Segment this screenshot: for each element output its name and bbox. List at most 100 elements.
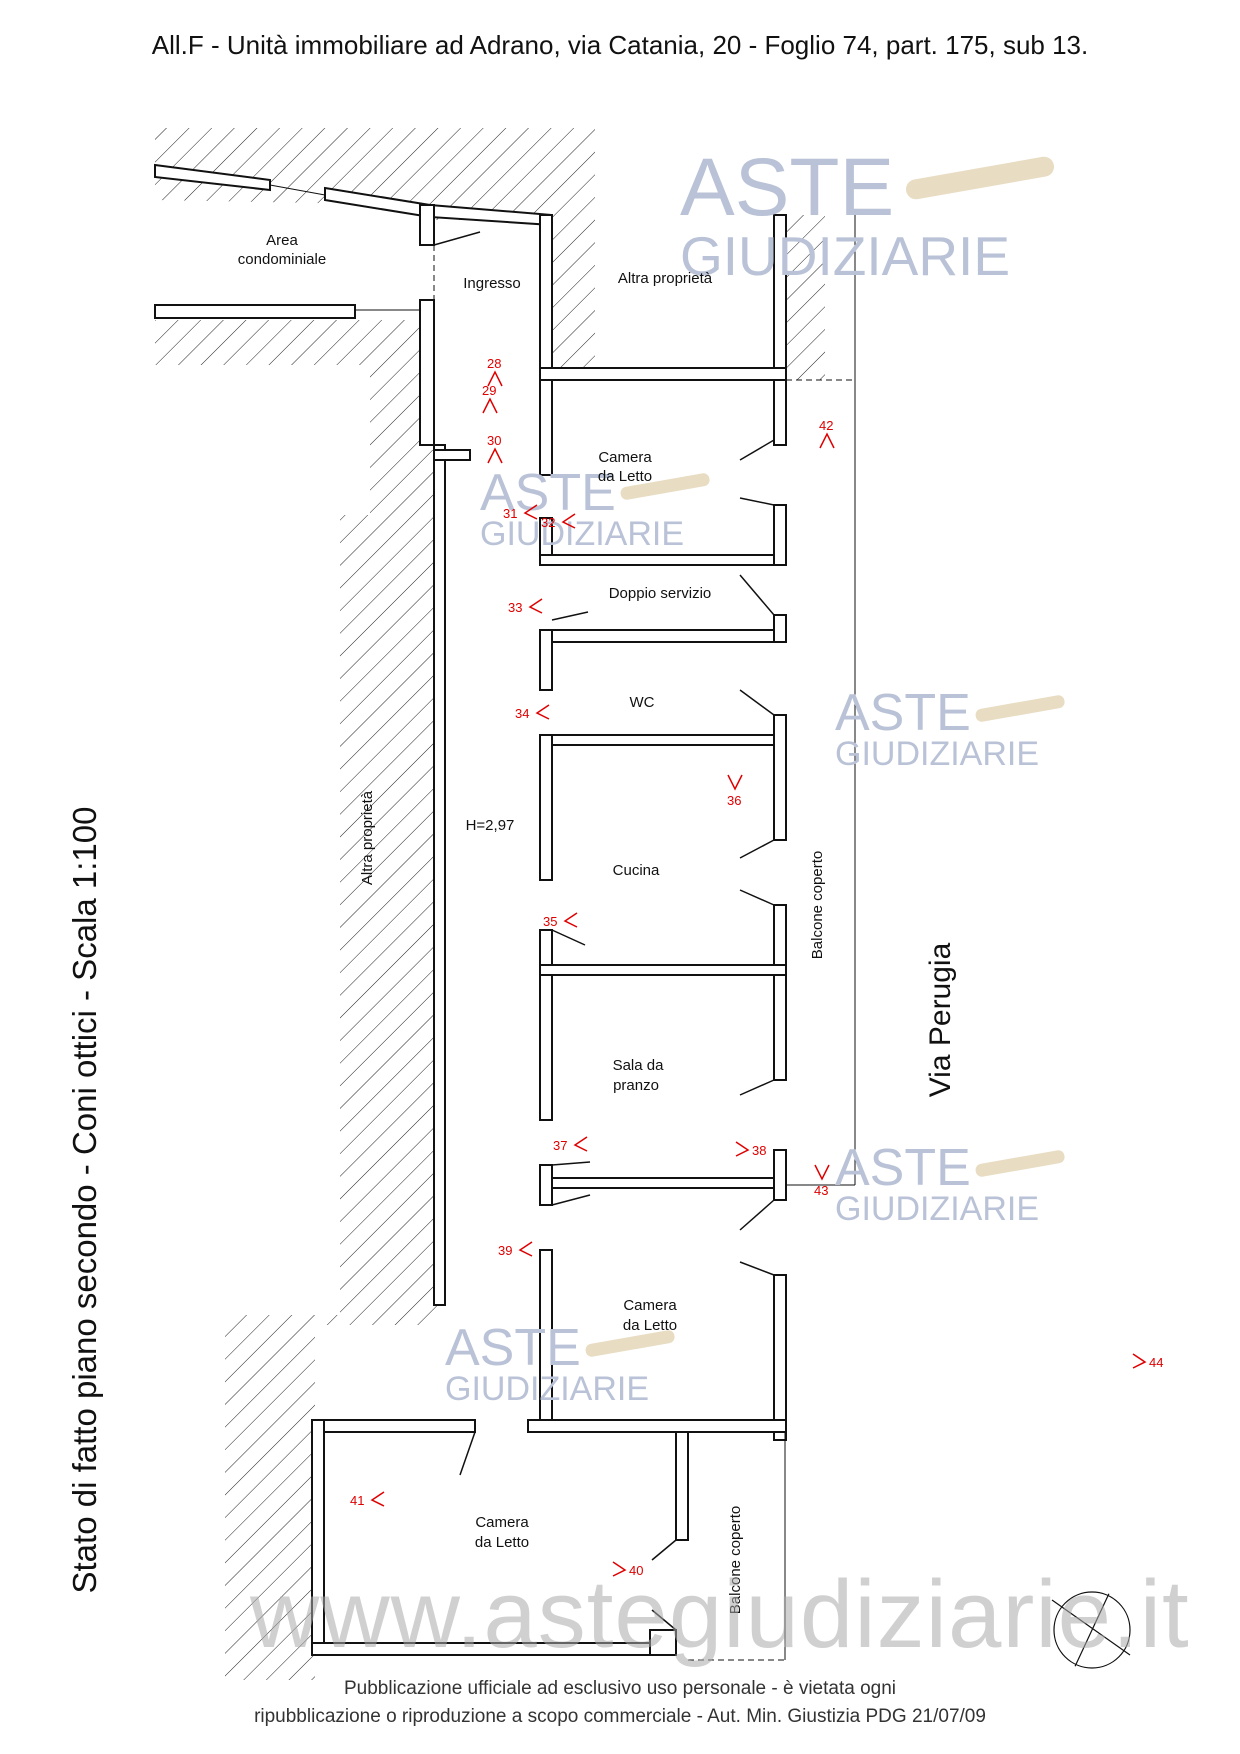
- watermark-logo-3-bottom: GIUDIZIARIE: [835, 735, 1039, 773]
- hatch-right-top: [780, 215, 825, 380]
- viewpoint-label: 37: [553, 1138, 567, 1153]
- viewpoint-label: 30: [487, 433, 501, 448]
- door-camera2-a: [739, 1199, 775, 1231]
- viewpoint-cone-icon: [573, 1136, 588, 1152]
- viewpoint-cone-icon: [563, 912, 578, 928]
- watermark-logo-1-top: ASTE: [680, 142, 894, 233]
- label-doppio-servizio: Doppio servizio: [609, 585, 712, 602]
- label-height: H=2,97: [466, 817, 515, 834]
- wall-rooms-left-6: [539, 974, 553, 1121]
- wall-top-entrance: [154, 163, 271, 192]
- door-cucina-a: [739, 839, 775, 859]
- wall-bottom-corridor: [311, 1419, 476, 1433]
- viewpoint-30: 30: [487, 433, 503, 464]
- viewpoint-37: 37: [553, 1136, 588, 1153]
- viewpoint-35: 35: [543, 912, 578, 929]
- label-camera-3a: Camera: [475, 1514, 529, 1531]
- watermark-logo-4-bottom: GIUDIZIARIE: [835, 1190, 1039, 1228]
- watermark-logos: ASTE GIUDIZIARIE ASTE GIUDIZIARIE ASTE G…: [445, 142, 1065, 1408]
- door-cucina-b: [739, 889, 775, 906]
- north-arrow-line-1: [1051, 1599, 1131, 1656]
- label-sala-1: Sala da: [613, 1057, 665, 1074]
- hatch-top-right: [550, 210, 595, 370]
- label-sala-2: pranzo: [613, 1077, 659, 1094]
- walls: [154, 163, 787, 1656]
- viewpoint-36: 36: [727, 774, 743, 808]
- watermark-logo-3: ASTE GIUDIZIARIE: [835, 684, 1065, 773]
- door-wc: [739, 689, 775, 716]
- hatch-left-mid: [155, 320, 440, 1315]
- watermark-logo-1: ASTE GIUDIZIARIE: [680, 142, 1055, 287]
- wall-row-2: [539, 554, 787, 566]
- wall-rooms-left-4: [539, 734, 553, 881]
- label-camera-2b: da Letto: [623, 1317, 677, 1334]
- wall-rooms-left-7: [539, 1164, 553, 1206]
- door-corridor-a: [551, 1161, 591, 1166]
- viewpoint-label: 36: [727, 793, 741, 808]
- room-labels: Area condominiale Ingresso Altra proprie…: [238, 232, 957, 1614]
- label-cucina: Cucina: [613, 862, 660, 879]
- label-area-1: Area: [266, 232, 298, 249]
- label-camera-2a: Camera: [623, 1297, 677, 1314]
- door-camera3: [459, 1431, 476, 1476]
- wall-room-bottom: [527, 1419, 787, 1433]
- wall-bedroom3-right: [675, 1431, 689, 1541]
- label-camera-1b: da Letto: [598, 468, 652, 485]
- wall-row-4: [539, 726, 787, 746]
- wall-facade-8: [773, 1274, 787, 1441]
- viewpoint-cone-icon: [727, 774, 743, 791]
- wall-entrance-left-top: [419, 204, 435, 246]
- viewpoint-38: 38: [735, 1141, 766, 1158]
- viewpoint-label: 40: [629, 1563, 643, 1578]
- wall-entrance-left: [419, 299, 435, 446]
- viewpoint-cone-icon: [482, 397, 498, 414]
- north-arrow-circle: [1053, 1591, 1131, 1669]
- viewpoint-cone-icon: [735, 1141, 750, 1157]
- wall-facade-2: [773, 504, 787, 566]
- label-balcone-1: Balcone coperto: [809, 851, 826, 959]
- door-camera2-b: [739, 1261, 775, 1276]
- wall-row-5: [539, 964, 787, 976]
- label-area-2: condominiale: [238, 251, 326, 268]
- viewpoint-label: 34: [515, 706, 529, 721]
- wall-facade-3: [773, 614, 787, 643]
- door-cucina-left: [551, 929, 586, 946]
- watermark-logo-5-top: ASTE: [445, 1319, 581, 1377]
- viewpoint-28: 28: [487, 356, 503, 387]
- viewpoint-44: 44: [1132, 1353, 1163, 1370]
- balcony-lines: [269, 184, 856, 1661]
- watermark-logo-4-top: ASTE: [835, 1139, 971, 1197]
- door-servizio-left: [551, 611, 589, 621]
- watermark-logo-2-bottom: GIUDIZIARIE: [480, 515, 684, 553]
- viewpoint-cone-icon: [814, 1164, 830, 1181]
- viewpoint-39: 39: [498, 1241, 533, 1258]
- wall-row-top: [539, 367, 787, 381]
- wall-entrance-top: [539, 214, 553, 376]
- doors: [433, 231, 775, 1631]
- viewpoint-cone-icon: [535, 704, 550, 720]
- watermark-logo-5-bottom: GIUDIZIARIE: [445, 1370, 649, 1408]
- gavel-icon: [585, 1330, 675, 1357]
- hatch-left-low: [225, 1315, 440, 1680]
- gavel-icon: [975, 695, 1065, 722]
- gavel-icon: [620, 473, 710, 500]
- door-balcone-2-b: [651, 1609, 677, 1631]
- door-camera1-b: [739, 497, 775, 506]
- hatched-neighbours: [155, 128, 825, 1680]
- viewpoint-label: 32: [541, 515, 555, 530]
- gavel-icon: [975, 1150, 1065, 1177]
- wall-facade-6: [773, 974, 787, 1081]
- page-title: All.F - Unità immobiliare ad Adrano, via…: [151, 30, 1089, 60]
- viewpoint-cone-icon: [487, 370, 503, 387]
- viewpoint-label: 35: [543, 914, 557, 929]
- gavel-icon: [905, 156, 1055, 200]
- door-entrance: [433, 231, 481, 246]
- viewpoint-cone-icon: [518, 1241, 533, 1257]
- label-wc: WC: [630, 694, 655, 711]
- viewpoint-label: 41: [350, 1493, 364, 1508]
- viewpoint-41: 41: [350, 1491, 385, 1508]
- viewpoint-40: 40: [612, 1561, 643, 1578]
- viewpoint-label: 38: [752, 1143, 766, 1158]
- viewpoint-29: 29: [482, 383, 498, 414]
